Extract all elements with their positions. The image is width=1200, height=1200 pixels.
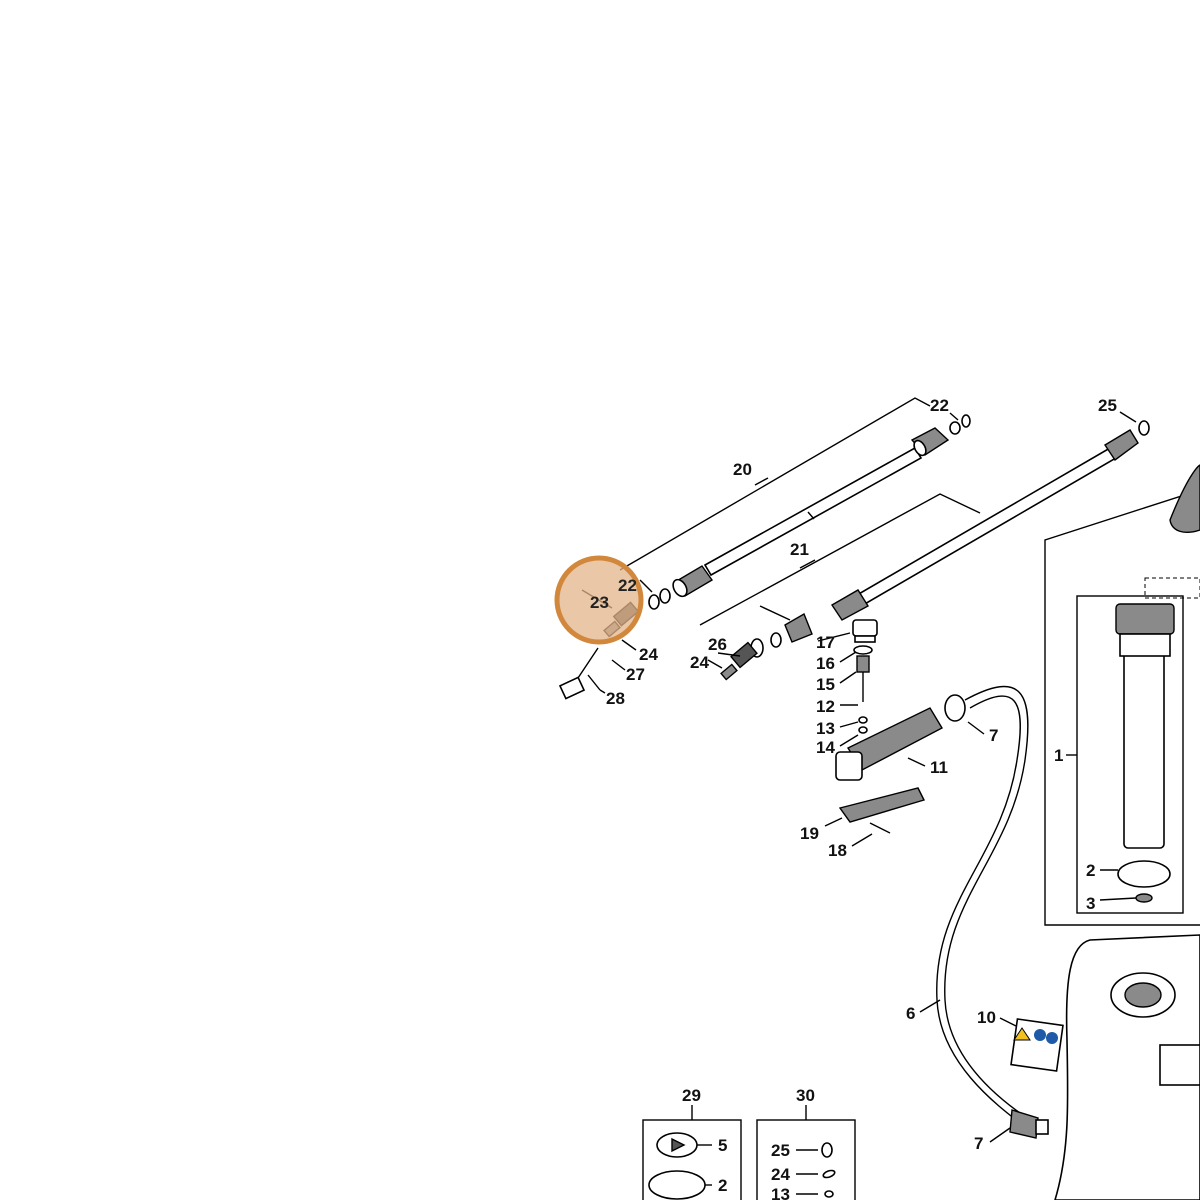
kit-29-callout-2[interactable]: 2	[718, 1176, 727, 1195]
callout-2-right[interactable]: 2	[1086, 861, 1095, 880]
kit-30-callout-24[interactable]: 24	[771, 1165, 790, 1184]
callout-19[interactable]: 19	[800, 824, 819, 843]
callout-7-top[interactable]: 7	[989, 726, 998, 745]
kit-30	[756, 1105, 856, 1200]
callout-15[interactable]: 15	[816, 675, 835, 694]
callout-13[interactable]: 13	[816, 719, 835, 738]
callout-24-left[interactable]: 24	[639, 645, 658, 664]
callout-17[interactable]: 17	[816, 633, 835, 652]
tank-assembly	[1010, 464, 1200, 1200]
callout-14[interactable]: 14	[816, 738, 835, 757]
kit-30-callout-25[interactable]: 25	[771, 1141, 790, 1160]
valve-assembly-11	[835, 619, 966, 834]
kit-29	[642, 1105, 742, 1200]
kit-30-callout-13[interactable]: 13	[771, 1185, 790, 1200]
lance-assembly-20	[558, 397, 971, 700]
callout-21[interactable]: 21	[790, 540, 809, 559]
callout-1[interactable]: 1	[1054, 746, 1063, 765]
callout-11[interactable]: 11	[930, 758, 948, 777]
callout-16[interactable]: 16	[816, 654, 835, 673]
callout-26[interactable]: 26	[708, 635, 727, 654]
hose-6	[936, 685, 1049, 1139]
callout-10[interactable]: 10	[977, 1008, 996, 1027]
callout-25-top[interactable]: 25	[1098, 396, 1117, 415]
callout-7-bottom[interactable]: 7	[974, 1134, 983, 1153]
callout-6[interactable]: 6	[906, 1004, 915, 1023]
callout-22-left[interactable]: 22	[618, 576, 637, 595]
callout-23[interactable]: 23	[590, 593, 609, 612]
callout-28[interactable]: 28	[606, 689, 625, 708]
leader-lines	[581, 411, 1137, 1143]
highlight-circle	[554, 555, 644, 645]
callout-22-top[interactable]: 22	[930, 396, 949, 415]
callout-18[interactable]: 18	[828, 841, 847, 860]
callout-12[interactable]: 12	[816, 697, 835, 716]
callout-27[interactable]: 27	[626, 665, 645, 684]
callout-30[interactable]: 30	[796, 1086, 815, 1105]
callout-20[interactable]: 20	[733, 460, 752, 479]
callout-labels: 22 25 20 21 22 23 24 27 28 26 24 17 16 1…	[590, 396, 1117, 1200]
kit-29-callout-5[interactable]: 5	[718, 1136, 727, 1155]
callout-24-mid[interactable]: 24	[690, 653, 709, 672]
lance-assembly-21	[699, 420, 1150, 681]
callout-3[interactable]: 3	[1086, 894, 1095, 913]
callout-29[interactable]: 29	[682, 1086, 701, 1105]
